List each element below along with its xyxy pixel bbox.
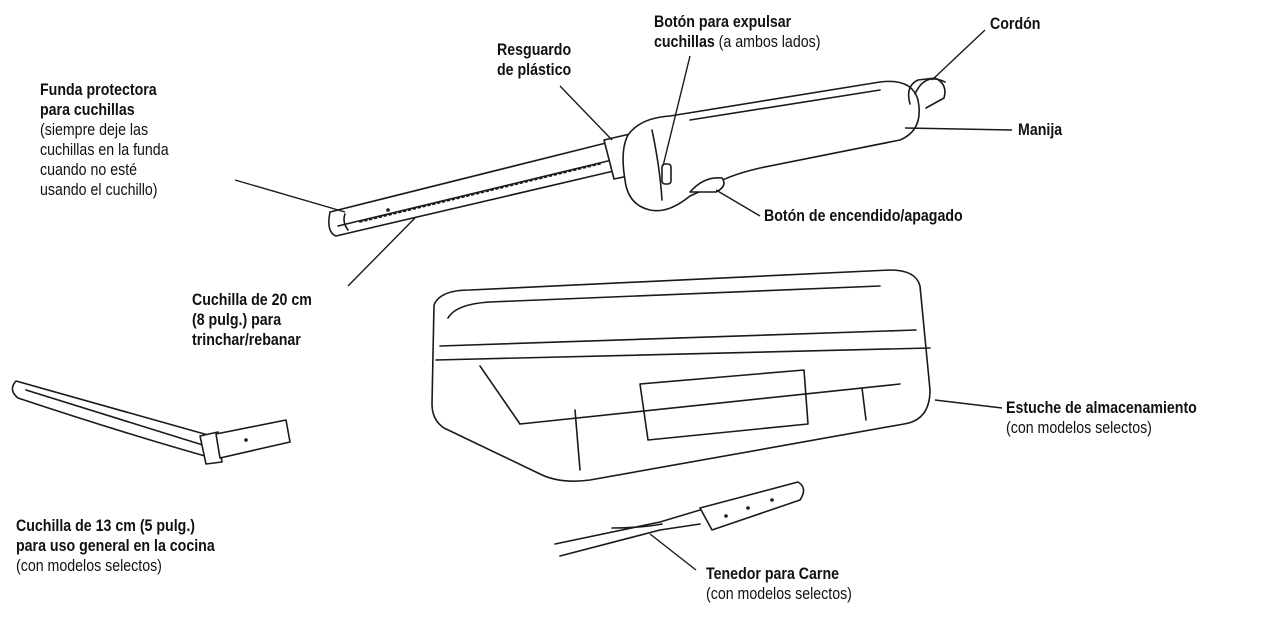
blade-edge-line (337, 159, 613, 227)
meat-fork (554, 481, 805, 557)
label-text: Estuche de almacenamiento (1006, 399, 1197, 417)
label-text: usando el cuchillo) (40, 181, 158, 199)
label-plastic-guard: Resguardo de plástico (497, 40, 571, 80)
label-text: de plástico (497, 61, 572, 79)
label-text: (siempre deje las (40, 121, 149, 139)
label-text: Resguardo (497, 41, 572, 59)
label-blade-13cm: Cuchilla de 13 cm (5 pulg.) para uso gen… (16, 516, 215, 576)
label-blade-sheath: Funda protectora para cuchillas (siempre… (40, 80, 169, 200)
label-text: Botón de encendido/apagado (764, 207, 963, 225)
label-text: Cuchilla de 13 cm (5 pulg.) (16, 517, 196, 535)
label-text: para uso general en la cocina (16, 537, 215, 555)
label-text: Manija (1018, 121, 1063, 139)
label-meat-fork: Tenedor para Carne (con modelos selectos… (706, 564, 852, 604)
knife-handle (622, 80, 920, 212)
label-text: Cordón (990, 15, 1041, 33)
label-text-bold: cuchillas (654, 33, 715, 51)
label-text: Cuchilla de 20 cm (192, 291, 312, 309)
label-text-normal: (a ambos lados) (714, 33, 821, 51)
label-text: (con modelos selectos) (1006, 419, 1152, 437)
label-text: cuando no esté (40, 161, 138, 179)
label-eject-button: Botón para expulsar cuchillas (a ambos l… (654, 12, 820, 52)
label-text: trinchar/rebanar (192, 331, 301, 349)
label-text: Funda protectora (40, 81, 157, 99)
label-blade-20cm: Cuchilla de 20 cm (8 pulg.) para trincha… (192, 290, 312, 350)
eject-button-shape (661, 163, 672, 185)
cord-loop-inner (914, 78, 946, 95)
label-text: (con modelos selectos) (706, 585, 852, 603)
knife-blade-13cm (11, 380, 291, 465)
blade-serration (359, 163, 601, 223)
label-text: Tenedor para Carne (706, 565, 840, 583)
label-text: para cuchillas (40, 101, 135, 119)
label-text: (con modelos selectos) (16, 557, 162, 575)
handle-ridge (689, 89, 881, 121)
leader-lines (234, 29, 1013, 571)
blade-rivet (386, 208, 390, 212)
label-text: Botón para expulsar (654, 13, 792, 31)
label-storage-case: Estuche de almacenamiento (con modelos s… (1006, 398, 1197, 438)
label-handle: Manija (1018, 120, 1062, 140)
label-text: cuchillas en la funda (40, 141, 169, 159)
electric-knife (328, 77, 946, 237)
sheath-tip (343, 213, 349, 231)
handle-seam (651, 129, 663, 201)
storage-case (431, 269, 931, 482)
label-text: cuchillas (a ambos lados) (654, 32, 820, 52)
label-power-button: Botón de encendido/apagado (764, 206, 963, 226)
label-cord: Cordón (990, 14, 1040, 34)
knife-blade-20cm (328, 142, 619, 237)
label-text: (8 pulg.) para (192, 311, 282, 329)
power-switch-shape (689, 176, 725, 193)
